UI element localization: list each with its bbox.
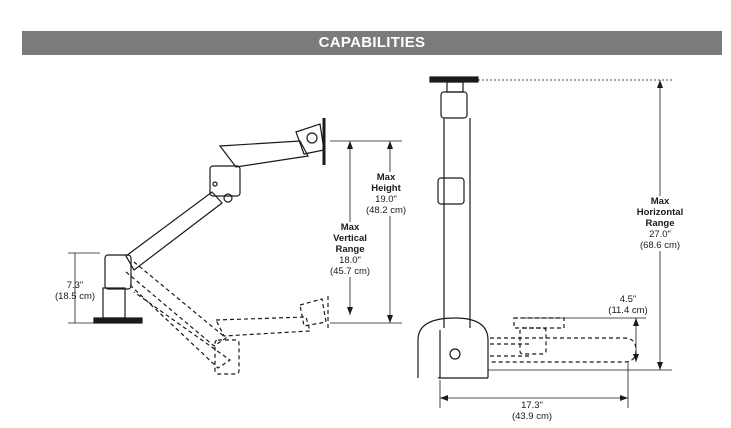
capabilities-banner: CAPABILITIES [22, 31, 722, 55]
reach-label: 17.3" (43.9 cm) [511, 400, 553, 422]
max-height-label: Max Height 19.0" (48.2 cm) [360, 172, 412, 216]
max-vertical-range-label: Max Vertical Range 18.0" (45.7 cm) [322, 222, 378, 277]
right-monitor-arm-top-view [417, 76, 672, 408]
pole-height-label: 7.3" (18.5 cm) [54, 280, 96, 302]
retract-label: 4.5" (11.4 cm) [608, 294, 648, 316]
max-horizontal-range-label: Max Horizontal Range 27.0" (68.6 cm) [628, 196, 692, 251]
